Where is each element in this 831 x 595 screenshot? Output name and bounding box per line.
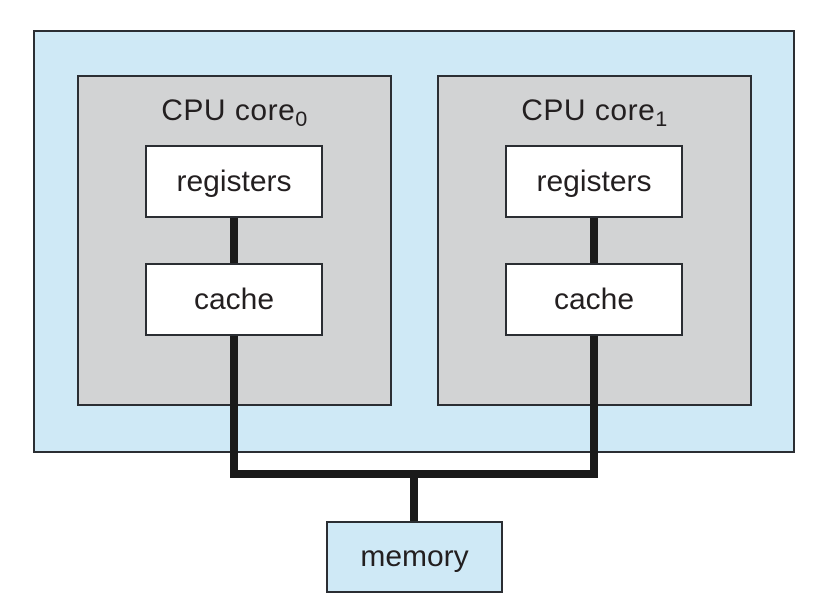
memory-label: memory <box>360 540 469 573</box>
cache-label-core1: cache <box>553 282 635 316</box>
registers-label-core0: registers <box>176 164 292 198</box>
cpu-core-0-box: CPU core0 registers cache <box>77 75 392 406</box>
memory-box: memory <box>326 521 503 593</box>
cache-box-core1: cache <box>505 263 683 336</box>
core1-bus-line <box>590 218 598 478</box>
registers-label-core1: registers <box>536 164 652 198</box>
cpu-core-1-title-subscript: 1 <box>655 106 668 132</box>
cpu-core-0-title: CPU core0 <box>79 94 390 132</box>
core0-bus-line <box>230 218 238 478</box>
cpu-core-1-title: CPU core1 <box>439 94 750 132</box>
registers-box-core0: registers <box>145 145 323 218</box>
memory-bus-line <box>410 474 418 524</box>
registers-box-core1: registers <box>505 145 683 218</box>
cpu-core-0-title-text: CPU core <box>161 94 296 127</box>
cache-box-core0: cache <box>145 263 323 336</box>
cpu-core-0-title-subscript: 0 <box>295 106 308 132</box>
processor-chip-box: CPU core0 registers cache CPU core1 regi… <box>33 30 795 453</box>
cache-label-core0: cache <box>193 282 275 316</box>
cpu-core-1-title-text: CPU core <box>521 94 656 127</box>
